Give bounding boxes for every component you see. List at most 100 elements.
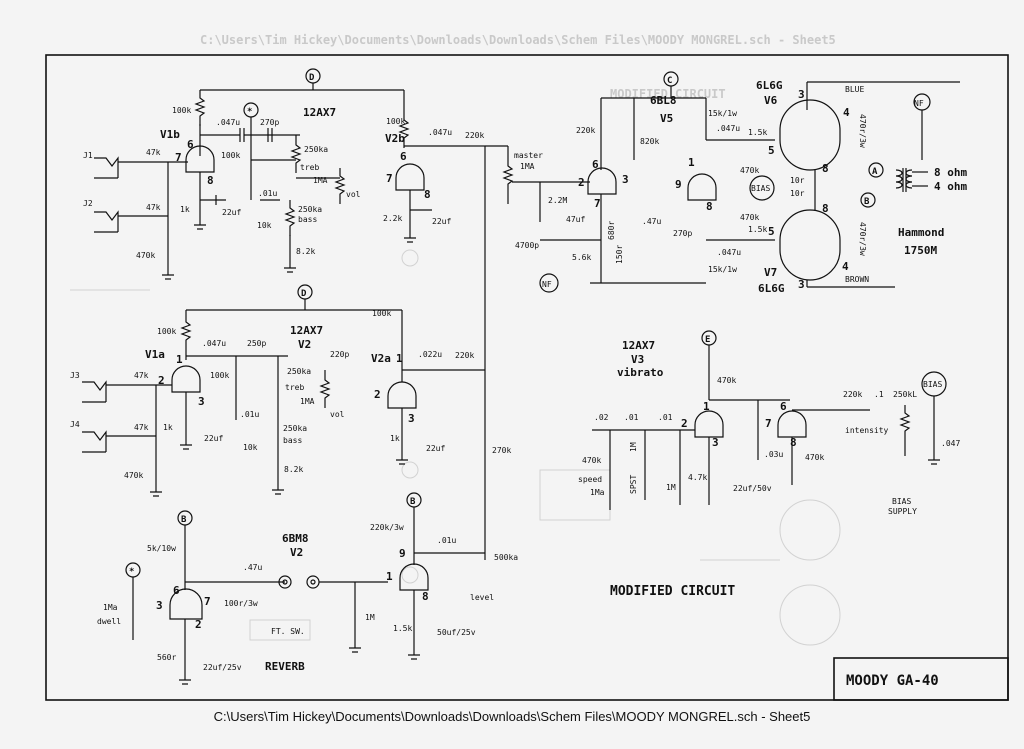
tube-label: V1a	[145, 348, 165, 361]
tube-type: 6BL8	[650, 94, 677, 107]
svg-text:3: 3	[798, 278, 805, 291]
tube-label: V1b	[160, 128, 180, 141]
cap-label: .047u	[716, 124, 740, 133]
resistor-label: 100k	[221, 151, 240, 160]
svg-text:1: 1	[396, 352, 403, 365]
tube-label: V2	[290, 546, 303, 559]
cap-label: .03u	[764, 450, 783, 459]
resistor-label: 100k	[172, 106, 191, 115]
resistor-label: 15k/1w	[708, 265, 737, 274]
pot-label: intensity	[845, 426, 889, 435]
nf-node: NF	[914, 99, 924, 108]
tube-v6	[779, 99, 841, 171]
resistor-label: 1.5k	[393, 624, 412, 633]
svg-text:1: 1	[176, 353, 183, 366]
cap-label: 22uf	[222, 208, 241, 217]
cap-label: 22uf	[432, 217, 451, 226]
resistor-label: 100k	[372, 309, 391, 318]
cap-label: .01	[624, 413, 639, 422]
svg-text:7: 7	[386, 172, 393, 185]
svg-text:2: 2	[681, 417, 688, 430]
svg-text:6: 6	[400, 150, 407, 163]
cap-label: .02	[594, 413, 609, 422]
cap-label: .47u	[243, 563, 262, 572]
resistor-label: 10r	[790, 176, 805, 185]
bus-letter: D	[309, 73, 315, 83]
svg-text:9: 9	[675, 178, 682, 191]
pot-label: bass	[298, 215, 317, 224]
bias-supply-label: BIAS	[892, 497, 911, 506]
bus-letter: B	[410, 497, 416, 507]
resistor-label: 5k/10w	[147, 544, 176, 553]
svg-text:3: 3	[712, 436, 719, 449]
resistor-label: 470k	[582, 456, 601, 465]
jack-j1: J1	[83, 151, 93, 160]
resistor-label: 220k	[455, 351, 474, 360]
resistor-label: 47k	[146, 148, 161, 157]
svg-text:8: 8	[822, 162, 829, 175]
section-label: REVERB	[265, 660, 305, 673]
tube-type: 12AX7	[622, 339, 655, 352]
tube-label: V2	[298, 338, 311, 351]
tube-label: V2a	[371, 352, 391, 365]
switch-label: SPST	[629, 475, 638, 494]
tube-v5a	[587, 167, 617, 195]
resistor-label: 220k	[465, 131, 484, 140]
resistor-label: 47k	[134, 423, 149, 432]
resistor-label: 1M	[666, 483, 676, 492]
cap-label: .01	[658, 413, 673, 422]
pot-label: 250ka	[287, 367, 311, 376]
transformer-label: Hammond	[898, 226, 944, 239]
tube-label: V7	[764, 266, 777, 279]
cap-label: 4700p	[515, 241, 539, 250]
svg-text:1: 1	[386, 570, 393, 583]
tube-v1a	[171, 365, 201, 393]
tube-v2-6bm8	[169, 588, 203, 620]
tube-type: 6BM8	[282, 532, 309, 545]
cap-label: .01u	[258, 189, 277, 198]
svg-text:8: 8	[424, 188, 431, 201]
svg-text:6: 6	[592, 158, 599, 171]
svg-text:4: 4	[843, 106, 850, 119]
resistor-label: 47k	[146, 203, 161, 212]
resistor-label: 1.5k	[748, 128, 767, 137]
resistor-label: 10k	[243, 443, 258, 452]
pot-label: 1MA	[300, 397, 315, 406]
resistor-label: 150r	[615, 245, 624, 264]
resistor-label: 100r/3w	[224, 599, 258, 608]
tube-v2a	[387, 381, 417, 409]
pot-label: 1MA	[313, 176, 328, 185]
svg-text:2: 2	[195, 618, 202, 631]
svg-text:8: 8	[706, 200, 713, 213]
pot-label: treb	[300, 163, 319, 172]
cap-label: .01u	[437, 536, 456, 545]
bus-star: *	[247, 107, 252, 117]
resistor-label: 470r/3w	[858, 222, 867, 256]
svg-text:2: 2	[158, 374, 165, 387]
pot-label: 1Ma	[103, 603, 118, 612]
bias-node: BIAS	[751, 184, 770, 193]
jack-j4: J4	[70, 420, 80, 429]
resistor-label: 2.2k	[383, 214, 402, 223]
bus-letter: A	[872, 167, 878, 177]
cap-label: 22uf/25v	[203, 663, 242, 672]
cap-label: 270p	[260, 118, 279, 127]
bias-node: BIAS	[923, 380, 942, 389]
pot-label: dwell	[97, 617, 121, 626]
tube-label: V3	[631, 353, 644, 366]
resistor-label: 470k	[805, 453, 824, 462]
resistor-label: 470k	[740, 166, 759, 175]
tube-type: 6L6G	[758, 282, 785, 295]
pot-label: 500ka	[494, 553, 518, 562]
cap-label: .022u	[418, 350, 442, 359]
bus-letter: B	[181, 515, 187, 525]
svg-text:6: 6	[780, 400, 787, 413]
cap-label: 50uf/25v	[437, 628, 476, 637]
resistor-label: 1M	[365, 613, 375, 622]
resistor-label: 1k	[390, 434, 400, 443]
svg-text:8: 8	[822, 202, 829, 215]
svg-text:3: 3	[798, 88, 805, 101]
resistor-label: 270k	[492, 446, 511, 455]
resistor-label: 470k	[717, 376, 736, 385]
pot-label: master	[514, 151, 543, 160]
